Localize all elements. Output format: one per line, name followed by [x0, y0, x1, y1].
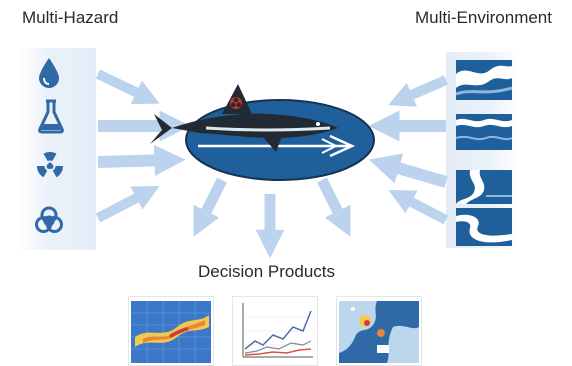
environment-arrows — [368, 75, 449, 225]
arrow-hazard-3 — [97, 144, 186, 177]
decision-products-title: Decision Products — [198, 262, 336, 281]
multi-hazard-title: Multi-Hazard — [22, 8, 119, 27]
arrow-env-3 — [369, 153, 448, 188]
radiation-icon — [34, 150, 66, 182]
arrow-down-right — [317, 177, 351, 237]
plume-heatmap-icon — [128, 296, 214, 366]
hazard-arrows — [95, 69, 191, 223]
arrow-env-1 — [388, 75, 448, 107]
ocean-wave-icon — [456, 114, 512, 150]
flow-diagram — [95, 69, 449, 259]
winding-river-icon — [456, 208, 512, 246]
product-arrows — [193, 177, 351, 259]
arrow-hazard-1 — [95, 69, 160, 105]
shark-icon — [150, 84, 338, 152]
water-drop-icon — [36, 56, 62, 90]
biohazard-mark-icon — [230, 97, 242, 109]
coastal-stream-icon — [456, 170, 512, 204]
chemical-flask-icon — [36, 98, 66, 134]
line-chart-icon — [232, 296, 318, 366]
arrow-down-left — [193, 177, 227, 237]
river-terrain-icon — [456, 60, 512, 100]
geographic-map-icon — [336, 296, 422, 366]
biohazard-icon — [32, 204, 66, 238]
arrow-env-4 — [388, 189, 449, 225]
central-emblem — [150, 84, 375, 181]
multi-environment-title: Multi-Environment — [415, 8, 552, 27]
arrow-hazard-4 — [95, 186, 160, 223]
